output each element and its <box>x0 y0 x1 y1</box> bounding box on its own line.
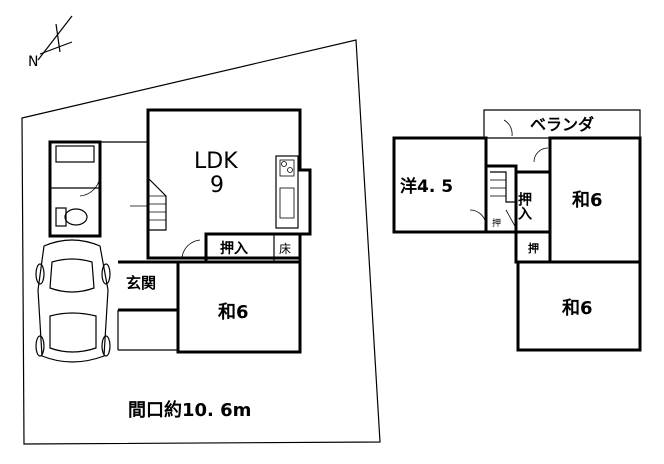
second-floor-closet-label: 押入 <box>516 191 532 220</box>
washitsu-south-label: 和6 <box>562 298 593 319</box>
alcove-label: 床 <box>279 242 291 256</box>
small-closet-b-label: 押 <box>528 241 539 255</box>
veranda-label: ベランダ <box>530 115 594 134</box>
site-boundary <box>21 39 381 445</box>
first-floor-closet-label: 押入 <box>220 240 248 257</box>
car-icon <box>35 239 111 363</box>
frontage-label: 間口約10. 6m <box>128 399 251 421</box>
small-closet-a-label: 押 <box>492 217 501 229</box>
entrance-label: 玄関 <box>126 274 156 292</box>
first-floor-washitsu-label: 和6 <box>218 302 249 323</box>
ldk-size-label: 9 <box>210 173 224 198</box>
washitsu-north-label: 和6 <box>572 190 603 211</box>
ldk-label: LDK <box>194 149 238 174</box>
north-arrow-icon: N <box>28 15 73 70</box>
second-floor-plan <box>392 109 642 352</box>
north-letter: N <box>28 54 38 70</box>
first-floor-plan <box>48 108 312 354</box>
western-room-label: 洋4. 5 <box>400 176 453 197</box>
